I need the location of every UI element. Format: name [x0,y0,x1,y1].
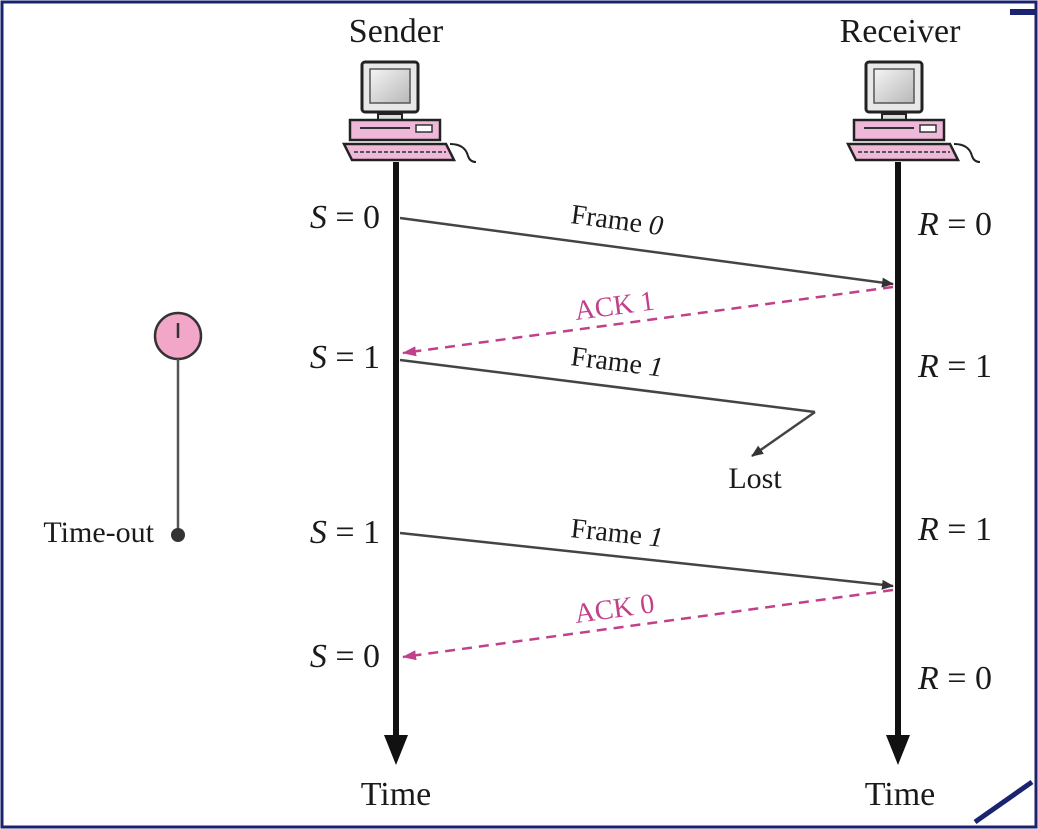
ack-0-arrow [402,588,894,661]
ack-1-label: ACK 1 [573,286,657,327]
frame-1-label: Frame 1 [569,341,665,383]
sender-timeline [384,162,408,765]
receiver-title: Receiver [840,13,961,50]
receiver-time-label: Time [865,776,936,813]
sender-state: S = 0 [310,199,380,236]
timer-clock-icon [153,311,203,361]
sender-title: Sender [349,13,444,50]
corner-mark [973,779,1034,825]
lost-label: Lost [728,462,782,495]
frame-0-arrow [399,216,894,288]
frame-1-resend-arrow [399,531,894,590]
timeout-dot [171,528,185,542]
receiver-computer-icon [845,60,981,163]
sender-state: S = 1 [310,514,380,551]
sender-computer-icon [341,60,477,163]
receiver-state: R = 1 [917,348,992,385]
lost-arrow [751,410,816,458]
receiver-timeline [886,162,910,765]
sender-state: S = 1 [310,339,380,376]
frame-1-lost-arrow [399,358,816,414]
receiver-state: R = 0 [917,660,992,697]
receiver-state: R = 1 [917,511,992,548]
sender-time-label: Time [361,776,432,813]
receiver-state: R = 0 [917,206,992,243]
ack-0-label: ACK 0 [573,588,657,630]
frame-0-label: Frame 0 [569,199,665,242]
ack-1-arrow [402,285,894,357]
sender-state: S = 0 [310,638,380,675]
frame-1-resend-label: Frame 1 [569,513,664,554]
timeout-label: Time-out [43,516,154,549]
